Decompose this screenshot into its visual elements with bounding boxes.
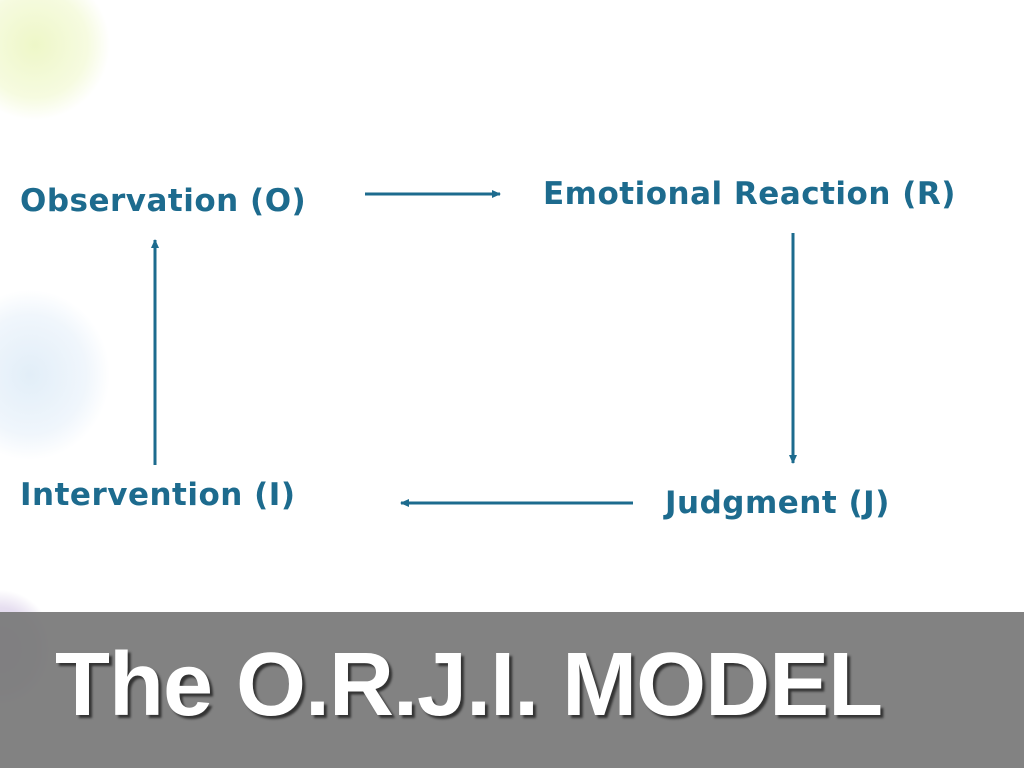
node-observation: Observation (O) <box>20 183 307 219</box>
node-intervention: Intervention (I) <box>20 477 296 513</box>
slide-title: The O.R.J.I. MODEL <box>55 635 883 735</box>
node-emotional-reaction: Emotional Reaction (R) <box>543 176 956 212</box>
node-judgment: Judgment (J) <box>665 485 890 521</box>
title-banner <box>0 612 1024 768</box>
